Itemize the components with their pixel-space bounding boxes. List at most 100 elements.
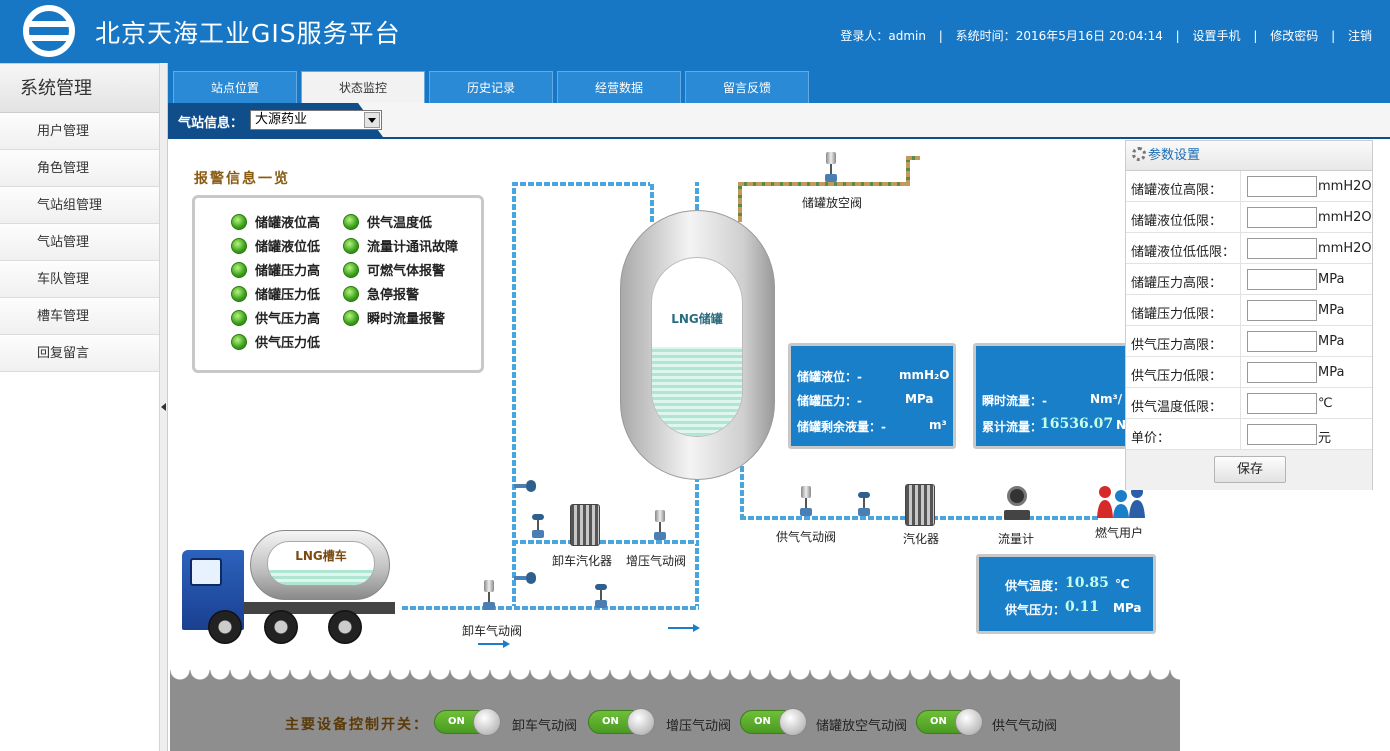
- toggle-knob[interactable]: [627, 708, 655, 736]
- pipe: [512, 182, 654, 186]
- alarm-tank-pressure-high: 储罐压力高: [231, 260, 320, 279]
- status-led-icon: [231, 286, 247, 302]
- pipe: [650, 182, 654, 222]
- toggle-supply-valve[interactable]: ON: [916, 708, 983, 736]
- tab-business-data[interactable]: 经营数据: [557, 71, 681, 103]
- supply-pressure-low-input[interactable]: [1247, 362, 1317, 383]
- toggle-knob[interactable]: [779, 708, 807, 736]
- wheel-icon: [328, 610, 362, 644]
- param-row: 储罐液位低限：mmH2O: [1126, 202, 1372, 233]
- parameter-settings-panel: 参数设置 储罐液位高限：mmH2O 储罐液位低限：mmH2O 储罐液位低低限：m…: [1125, 140, 1373, 490]
- unload-vaporizer-icon: [570, 504, 600, 546]
- supply-pressure-value: 0.11: [1065, 599, 1100, 615]
- toggle-pressure-valve-label: 增压气动阀: [666, 719, 732, 734]
- toggle-pressure-valve[interactable]: ON: [588, 708, 655, 736]
- alarm-title: 报警信息一览: [194, 171, 290, 187]
- tank-liquid-level: [652, 347, 742, 436]
- status-led-icon: [231, 262, 247, 278]
- tank-remain-readout: 储罐剩余液量：-: [797, 420, 886, 434]
- param-row: 储罐液位低低限：mmH2O: [1126, 233, 1372, 264]
- tanker-liquid-level: [268, 569, 374, 585]
- tanker-label: LNG槽车: [295, 549, 347, 563]
- logout-link[interactable]: 注销: [1347, 29, 1372, 43]
- unit-price-input[interactable]: [1247, 424, 1317, 445]
- save-button[interactable]: 保存: [1214, 456, 1286, 483]
- station-select[interactable]: 大源药业: [250, 110, 382, 130]
- header-user-info: 登录人：admin | 系统时间：2016年5月16日 20:04:14 | 设…: [840, 29, 1372, 43]
- tab-history[interactable]: 历史记录: [429, 71, 553, 103]
- alarm-combustible-gas: 可燃气体报警: [343, 260, 445, 279]
- sidebar-item-users[interactable]: 用户管理: [0, 113, 159, 150]
- toggle-unload-valve-label: 卸车气动阀: [512, 719, 578, 734]
- alarm-supply-pressure-high: 供气压力高: [231, 308, 320, 327]
- system-time: 2016年5月16日 20:04:14: [1015, 29, 1163, 43]
- supply-data-panel: 供气温度： 10.85 ℃ 供气压力： 0.11 MPa: [976, 554, 1156, 634]
- tank-level-lowlow-input[interactable]: [1247, 238, 1317, 259]
- manual-valve-icon: [858, 492, 870, 518]
- instant-flow-unit: Nm³/: [1090, 392, 1123, 406]
- supply-pressure-high-input[interactable]: [1247, 331, 1317, 352]
- tank-pressure-low-input[interactable]: [1247, 300, 1317, 321]
- gear-icon: [1132, 147, 1146, 161]
- tab-feedback[interactable]: 留言反馈: [685, 71, 809, 103]
- tank-level-low-input[interactable]: [1247, 207, 1317, 228]
- sidebar-item-reply-messages[interactable]: 回复留言: [0, 335, 159, 372]
- pipe: [402, 606, 699, 610]
- tab-status-monitor[interactable]: 状态监控: [301, 71, 425, 103]
- alarm-tank-pressure-low: 储罐压力低: [231, 284, 320, 303]
- side-valve-icon: [514, 480, 536, 492]
- sidebar-splitter[interactable]: [160, 63, 168, 751]
- status-led-icon: [231, 214, 247, 230]
- sidebar-item-station-groups[interactable]: 气站组管理: [0, 187, 159, 224]
- param-row: 储罐压力高限：MPa: [1126, 264, 1372, 295]
- lng-tanker: LNG槽车: [250, 530, 390, 600]
- sidebar-item-roles[interactable]: 角色管理: [0, 150, 159, 187]
- supply-pressure-label: 供气压力：: [1005, 603, 1066, 617]
- change-password-link[interactable]: 修改密码: [1270, 29, 1319, 43]
- sidebar-item-fleet[interactable]: 车队管理: [0, 261, 159, 298]
- status-led-icon: [231, 334, 247, 350]
- app-header: 北京天海工业GIS服务平台 登录人：admin | 系统时间：2016年5月16…: [0, 0, 1390, 63]
- truck-window: [190, 558, 222, 586]
- side-valve-icon: [514, 572, 536, 584]
- unload-vaporizer-label: 卸车汽化器: [552, 554, 613, 568]
- tab-site-location[interactable]: 站点位置: [173, 71, 297, 103]
- total-flow-value: 16536.07: [1040, 416, 1114, 432]
- logo-icon: [23, 5, 75, 57]
- pressure-valve-label: 增压气动阀: [626, 554, 687, 568]
- toggle-unload-valve[interactable]: ON: [434, 708, 501, 736]
- dropdown-arrow-icon[interactable]: [364, 112, 380, 128]
- supply-temp-label: 供气温度：: [1005, 579, 1066, 593]
- app-title: 北京天海工业GIS服务平台: [95, 19, 401, 48]
- alarm-flowmeter-comm-fault: 流量计通讯故障: [343, 236, 458, 255]
- sidebar-item-stations[interactable]: 气站管理: [0, 224, 159, 261]
- supply-temp-value: 10.85: [1065, 575, 1109, 591]
- toggle-supply-valve-label: 供气气动阀: [992, 719, 1058, 734]
- vent-valve-icon: [825, 152, 837, 182]
- sidebar-title[interactable]: 系统管理: [0, 63, 159, 113]
- flow-arrow-icon: [478, 640, 510, 648]
- unload-valve-label: 卸车气动阀: [462, 624, 523, 638]
- supply-valve-icon: [800, 486, 812, 516]
- wheel-icon: [208, 610, 242, 644]
- param-row: 储罐液位高限：mmH2O: [1126, 171, 1372, 202]
- status-led-icon: [343, 262, 359, 278]
- pipe: [512, 182, 516, 610]
- supply-temp-low-input[interactable]: [1247, 393, 1317, 414]
- lng-storage-tank: LNG储罐: [620, 210, 775, 480]
- tank-pressure-high-input[interactable]: [1247, 269, 1317, 290]
- tank-level-high-input[interactable]: [1247, 176, 1317, 197]
- tank-level-readout: 储罐液位：-: [797, 370, 862, 384]
- status-led-icon: [231, 238, 247, 254]
- toggle-vent-valve[interactable]: ON: [740, 708, 807, 736]
- flowmeter-label: 流量计: [998, 532, 1035, 546]
- login-user: admin: [888, 29, 926, 43]
- sidebar-item-tankers[interactable]: 槽车管理: [0, 298, 159, 335]
- toggle-knob[interactable]: [955, 708, 983, 736]
- set-phone-link[interactable]: 设置手机: [1192, 29, 1241, 43]
- collapse-arrow-icon[interactable]: [161, 403, 166, 411]
- pipe: [512, 540, 699, 544]
- param-row: 供气温度低限：℃: [1126, 388, 1372, 419]
- toggle-knob[interactable]: [473, 708, 501, 736]
- flow-arrow-icon: [668, 624, 700, 632]
